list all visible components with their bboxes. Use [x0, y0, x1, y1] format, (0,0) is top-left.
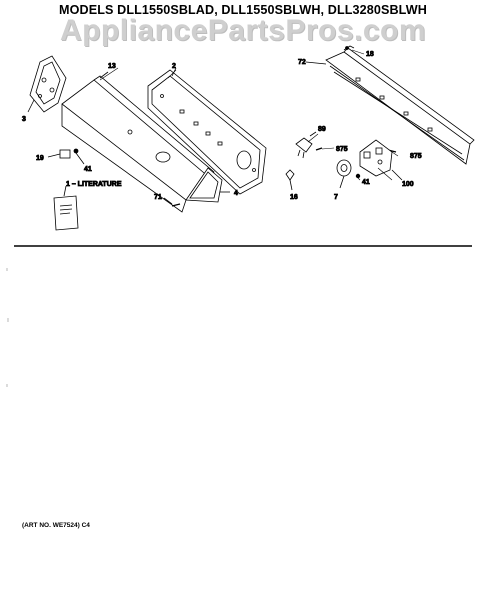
rear-panel [305, 47, 475, 165]
clip-19 [47, 149, 71, 159]
callout-13: 13 [108, 63, 116, 70]
callout-41-left: 41 [84, 166, 92, 173]
watermark: AppliancePartsPros.com [59, 14, 427, 47]
callout-19: 19 [36, 155, 44, 162]
callout-18: 18 [366, 51, 374, 58]
callout-875-right: 875 [410, 153, 422, 160]
callout-7: 7 [334, 194, 338, 201]
callout-100: 100 [402, 181, 414, 188]
callout-71: 71 [154, 194, 162, 201]
end-cap-right [185, 167, 230, 203]
backsplash-plate [147, 67, 267, 195]
screw-18 [343, 45, 355, 51]
callout-875-left: 875 [336, 146, 348, 153]
callout-4: 4 [234, 190, 238, 197]
callout-72: 72 [298, 59, 306, 66]
screw-71 [163, 197, 181, 207]
callout-2: 2 [172, 63, 176, 70]
lamp-16 [285, 169, 295, 191]
scan-specks [6, 268, 9, 387]
callout-89: 89 [318, 126, 326, 133]
switch-89 [295, 131, 317, 159]
leader-lines [99, 49, 399, 181]
callout-literature: 1 – LITERATURE [66, 181, 122, 188]
end-cap-left [27, 55, 67, 113]
screw-41 [73, 148, 361, 179]
knob-7 [336, 159, 352, 189]
callout-41-right: 41 [362, 179, 370, 186]
literature-booklet [53, 185, 79, 231]
art-number: (ART NO. WE7524) C4 [22, 522, 90, 529]
callout-3: 3 [22, 116, 26, 123]
timer-100 [359, 139, 403, 181]
callout-16: 16 [290, 194, 298, 201]
models-title: MODELS DLL1550SBLAD, DLL1550SBLWH, DLL32… [59, 3, 427, 17]
